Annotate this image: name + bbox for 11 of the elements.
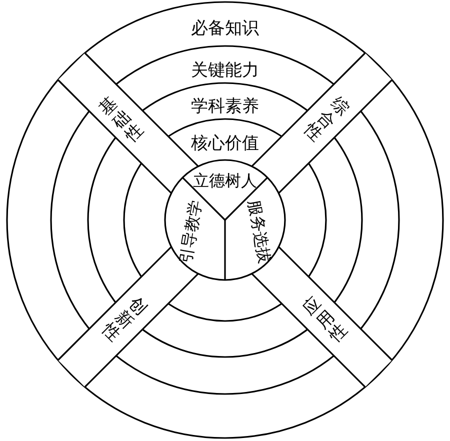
ring-label: 核心价值 [191, 134, 259, 152]
band-label: 创新性 [98, 294, 150, 346]
band-label: 应用性 [300, 294, 352, 346]
ring-label: 必备知识 [191, 20, 259, 36]
ring-label: 关键能力 [191, 62, 259, 78]
sector-label: 立德树人 [193, 174, 257, 190]
sector-label: 引导教学 [178, 199, 206, 265]
band-label: 基础性 [96, 94, 148, 146]
sector-label: 服务选拔 [244, 199, 272, 265]
ring-label: 学科素养 [191, 98, 259, 114]
band-label: 综合性 [300, 94, 352, 146]
